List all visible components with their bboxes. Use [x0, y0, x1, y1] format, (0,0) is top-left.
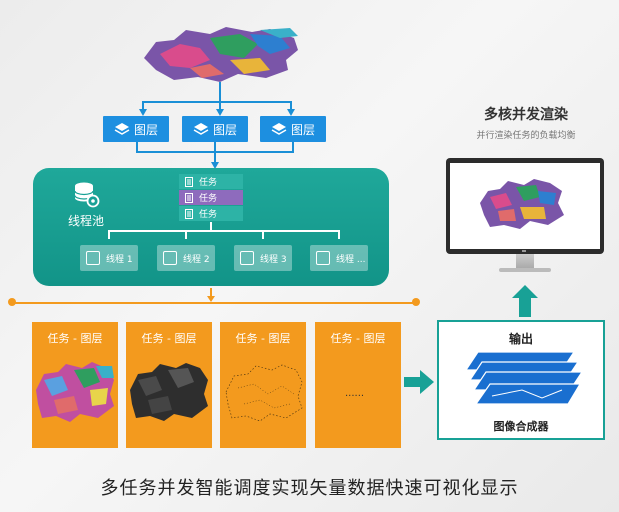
task-card-1: 任务 - 图层: [32, 322, 118, 448]
render-title: 多核并发渲染: [484, 107, 568, 123]
layer-button-3[interactable]: 图层: [260, 116, 326, 142]
layer-button-2[interactable]: 图层: [182, 116, 248, 142]
power-led: [522, 250, 526, 252]
task-card-3: 任务 - 图层: [220, 322, 306, 448]
colored-map-image: [36, 362, 114, 422]
layers-icon: [193, 123, 209, 135]
document-icon: [185, 176, 193, 187]
database-gear-icon: [72, 180, 100, 208]
thread-icon: [163, 251, 177, 265]
document-icon: [185, 192, 193, 203]
task-card-4: 任务 - 图层 ......: [315, 322, 401, 448]
task-item-3: 任务: [179, 206, 243, 221]
arrow-right-icon: [404, 370, 434, 394]
thread-1: 线程 1: [80, 245, 138, 271]
layer-label: 图层: [133, 122, 158, 137]
page-caption: 多任务并发智能调度实现矢量数据快速可视化显示: [100, 478, 519, 499]
image-composer-label: 图像合成器: [493, 420, 549, 433]
sparse-map-image: [225, 364, 303, 422]
layer-button-1[interactable]: 图层: [103, 116, 169, 142]
monitor: [446, 158, 604, 254]
thread-icon: [316, 251, 330, 265]
task-item-2: 任务: [179, 190, 243, 205]
more-ellipsis: ......: [345, 388, 365, 399]
monitor-stand: [516, 254, 534, 268]
top-map-image: [140, 24, 302, 84]
thread-2: 线程 2: [157, 245, 215, 271]
layers-icon: [114, 123, 130, 135]
thread-4: 线程 ...: [310, 245, 368, 271]
layer-label: 图层: [212, 122, 237, 137]
dark-map-image: [130, 363, 208, 421]
thread-icon: [240, 251, 254, 265]
task-card-2: 任务 - 图层: [126, 322, 212, 448]
thread-icon: [86, 251, 100, 265]
document-icon: [185, 208, 193, 219]
thread-3: 线程 3: [234, 245, 292, 271]
stacked-frames-icon: [464, 351, 582, 405]
monitor-base: [499, 268, 551, 272]
render-subtitle: 并行渲染任务的负载均衡: [476, 131, 576, 141]
rendered-map-image: [480, 179, 564, 229]
task-item-1: 任务: [179, 174, 243, 189]
arrow-up-icon: [512, 285, 538, 317]
output-label: 输出: [508, 332, 533, 346]
layer-label: 图层: [290, 122, 315, 137]
dispatch-line: [12, 302, 416, 304]
thread-pool-label: 线程池: [68, 214, 105, 228]
layers-icon: [271, 123, 287, 135]
